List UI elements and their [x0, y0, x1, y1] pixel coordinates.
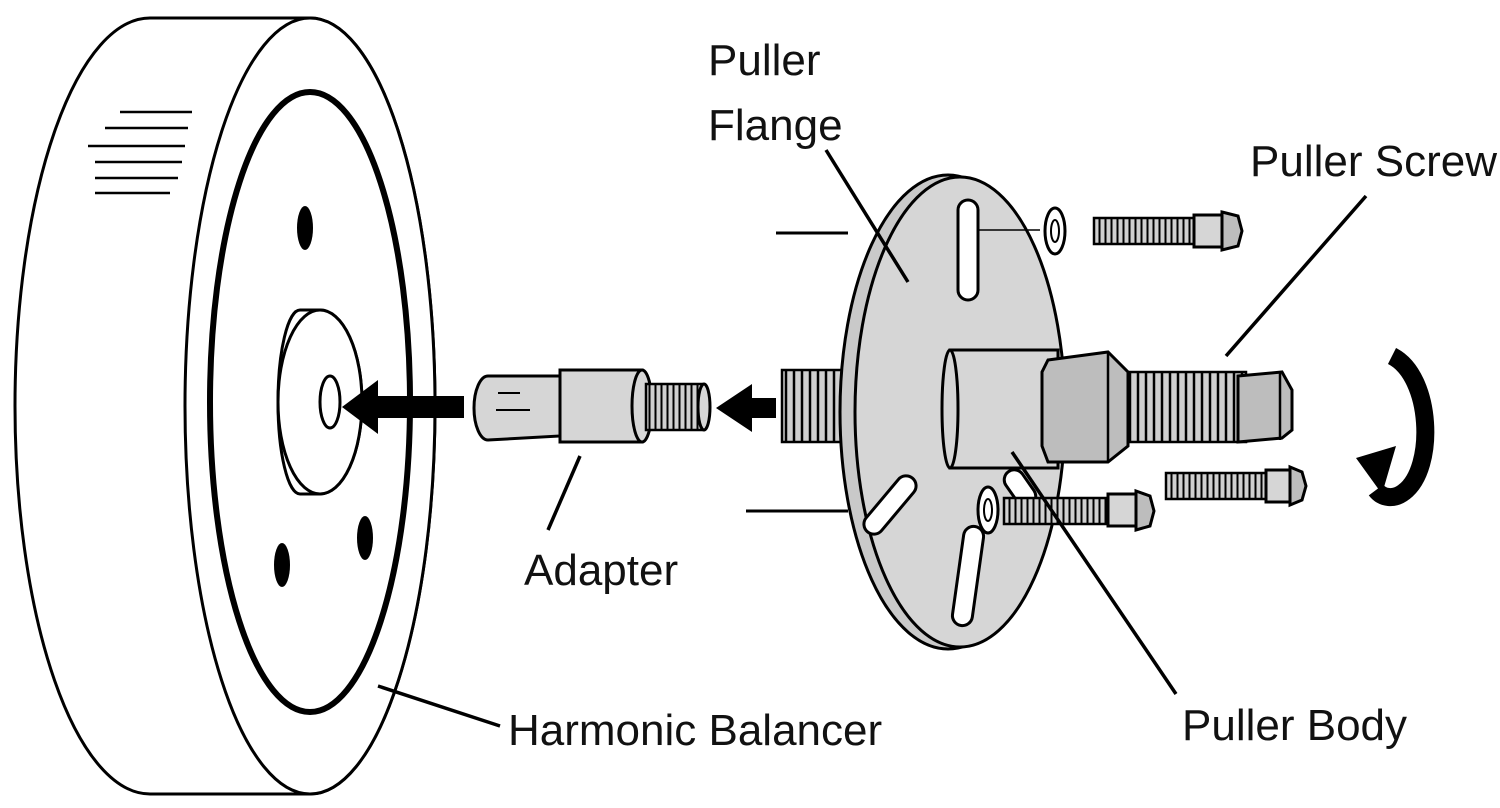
rotation-arrow-icon	[1356, 347, 1435, 506]
bolt-hole	[297, 206, 313, 250]
puller-body	[940, 348, 1060, 470]
bolt-hole	[274, 543, 290, 587]
puller-screw	[1040, 350, 1294, 464]
label-harmonic-balancer: Harmonic Balancer	[508, 706, 882, 755]
insert-arrow	[342, 380, 464, 434]
label-adapter: Adapter	[524, 546, 678, 595]
bolt-top	[1043, 206, 1244, 256]
label-puller-screw: Puller Screw	[1250, 137, 1497, 186]
adapter	[472, 368, 712, 444]
bolt-right	[1164, 464, 1308, 508]
label-puller-flange-line1: Puller	[708, 36, 821, 85]
timing-marks	[88, 110, 192, 195]
insert-arrow	[716, 384, 776, 432]
bolt-hole	[357, 516, 373, 560]
label-puller-flange-line2: Flange	[708, 101, 843, 150]
leader-lines	[377, 149, 1368, 728]
label-puller-body: Puller Body	[1182, 701, 1407, 750]
